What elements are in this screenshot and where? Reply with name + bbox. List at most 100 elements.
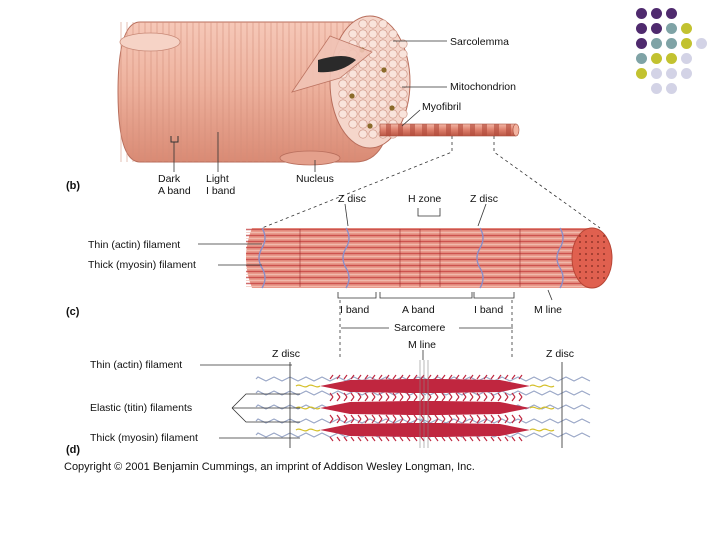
corner-dot xyxy=(666,68,677,79)
myosin-head xyxy=(378,414,383,420)
myofibril-cross-section xyxy=(388,89,398,99)
i-band-left-label: I band xyxy=(340,304,370,316)
filament-end xyxy=(585,241,587,243)
filament-end xyxy=(603,247,605,249)
myofibril-cross-section xyxy=(398,99,408,109)
myofibril-band xyxy=(470,124,475,136)
mitochondrion xyxy=(381,67,387,73)
myofibril-cross-section xyxy=(338,109,348,119)
myosin-head xyxy=(336,436,341,442)
myosin-head xyxy=(462,436,467,442)
myosin-head xyxy=(406,414,411,420)
titin-filament xyxy=(295,384,321,388)
myosin-head xyxy=(448,414,453,420)
corner-dot xyxy=(636,53,647,64)
z-disc xyxy=(258,227,266,289)
myosin-head xyxy=(427,374,432,380)
myosin-head xyxy=(476,392,481,398)
corner-dot xyxy=(681,23,692,34)
myosin-head xyxy=(350,418,355,424)
myosin-head xyxy=(511,436,516,442)
myofibril-cross-section xyxy=(338,99,348,109)
filament-end xyxy=(597,265,599,267)
titin-filament xyxy=(295,428,321,432)
corner-dot xyxy=(651,53,662,64)
filament-end xyxy=(591,271,593,273)
myofibril-cross-section xyxy=(378,49,388,59)
myosin-head xyxy=(385,436,390,442)
myosin-head xyxy=(336,414,341,420)
myofibril-cross-section xyxy=(388,109,398,119)
sarcolemma-label: Sarcolemma xyxy=(450,36,509,48)
myosin-head xyxy=(406,374,411,380)
myofibril-cross-section xyxy=(388,49,398,59)
myosin-head xyxy=(490,374,495,380)
corner-dot-grid xyxy=(636,8,720,118)
myofibril-cross-section xyxy=(338,79,348,89)
myosin-head xyxy=(364,436,369,442)
myosin-head xyxy=(469,396,474,402)
filament-end xyxy=(579,235,581,237)
myosin-head xyxy=(350,374,355,380)
mitochondrion xyxy=(367,123,373,129)
thick-filament-label-c: Thick (myosin) filament xyxy=(88,259,196,271)
myosin-head xyxy=(399,392,404,398)
myosin-head xyxy=(336,374,341,380)
filament-end xyxy=(597,235,599,237)
myosin-head xyxy=(476,418,481,424)
myosin-head xyxy=(441,418,446,424)
myosin-head xyxy=(483,396,488,402)
myofibril-cross-section xyxy=(348,119,358,129)
myofibril-cross-section xyxy=(398,59,408,69)
myosin-head xyxy=(364,392,369,398)
myosin-head xyxy=(413,396,418,402)
myosin-head xyxy=(371,396,376,402)
myosin-head xyxy=(385,374,390,380)
z-disc-left-label-d: Z disc xyxy=(272,348,301,360)
myosin-head xyxy=(371,436,376,442)
myofibril-cross-section xyxy=(368,59,378,69)
titin-filament xyxy=(529,428,555,432)
myosin-head xyxy=(455,396,460,402)
myosin-head xyxy=(406,396,411,402)
myosin-head xyxy=(469,418,474,424)
myosin-head xyxy=(511,374,516,380)
filament-end xyxy=(603,241,605,243)
myosin-head xyxy=(441,396,446,402)
myosin-head xyxy=(455,374,460,380)
z-disc-right-label-d: Z disc xyxy=(546,348,575,360)
corner-dot xyxy=(666,53,677,64)
myosin-head xyxy=(476,396,481,402)
myosin-head xyxy=(350,392,355,398)
myosin-head xyxy=(350,396,355,402)
myosin-head xyxy=(497,396,502,402)
myosin-head xyxy=(504,414,509,420)
myosin-head xyxy=(378,392,383,398)
myofibril-band xyxy=(494,124,499,136)
myosin-head xyxy=(364,374,369,380)
myosin-head xyxy=(469,436,474,442)
myofibril-cross-section xyxy=(358,79,368,89)
myosin-head xyxy=(413,418,418,424)
myofibril-band xyxy=(410,124,415,136)
muscle-fiber xyxy=(117,15,520,166)
myosin-head xyxy=(518,418,523,424)
z-disc xyxy=(342,227,350,289)
myofibril-band xyxy=(506,124,511,136)
thick-filament xyxy=(320,401,530,415)
myofibril-band xyxy=(458,124,463,136)
myosin-head xyxy=(350,436,355,442)
filament-end xyxy=(585,253,587,255)
filament-end xyxy=(603,265,605,267)
myosin-head xyxy=(336,418,341,424)
myosin-head xyxy=(497,436,502,442)
myosin-head xyxy=(427,436,432,442)
z-disc xyxy=(556,227,564,289)
filament-end xyxy=(585,247,587,249)
myosin-head xyxy=(420,414,425,420)
myosin-head xyxy=(462,392,467,398)
myosin-head xyxy=(504,374,509,380)
filament-end xyxy=(603,277,605,279)
myofibril-cross-section xyxy=(338,89,348,99)
